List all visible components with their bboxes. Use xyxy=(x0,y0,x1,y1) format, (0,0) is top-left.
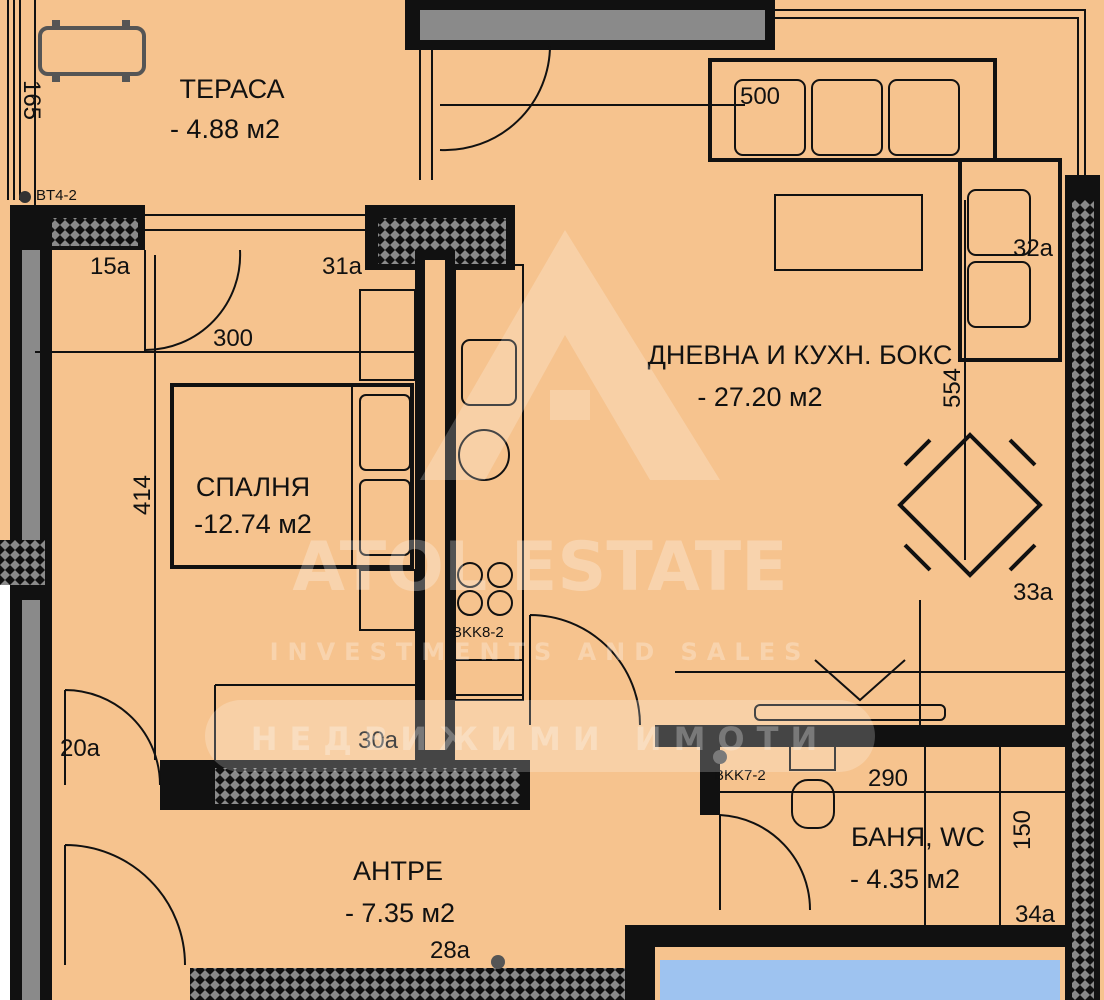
room-name-bathroom: БАНЯ, WC xyxy=(851,822,985,852)
room-area-bathroom: - 4.35 м2 xyxy=(850,864,960,894)
room-area-terrace: - 4.88 м2 xyxy=(170,114,280,144)
opening-34a: 34а xyxy=(1015,901,1056,928)
washbasin-icon xyxy=(754,704,946,721)
bathroom-tiles xyxy=(660,960,1060,1000)
code-bkk8-2: BKK8-2 xyxy=(452,624,504,641)
opening-20a: 20а xyxy=(60,735,101,762)
opening-33a: 33а xyxy=(1013,579,1054,606)
room-area-bedroom: -12.74 м2 xyxy=(194,509,312,539)
bed-icon xyxy=(170,289,416,631)
opening-31a: 31а xyxy=(322,253,363,280)
opening-32a: 32а xyxy=(1013,235,1054,262)
dining-table-icon xyxy=(897,432,1043,578)
sink-icon xyxy=(461,339,517,406)
code-bt4-2: BT4-2 xyxy=(36,187,77,204)
terrace-table-icon xyxy=(38,20,146,82)
opening-28a: 28а xyxy=(430,937,471,964)
room-name-terrace: ТЕРАСА xyxy=(179,74,284,104)
drain-icon xyxy=(491,955,505,969)
room-area-living: - 27.20 м2 xyxy=(697,382,822,412)
watermark-brand: ATOL ESTATE xyxy=(292,528,787,607)
opening-15a: 15а xyxy=(90,253,131,280)
coffee-table-icon xyxy=(774,194,923,271)
room-name-entrance: АНТРЕ xyxy=(353,856,443,886)
dimension-300: 300 xyxy=(213,325,253,352)
kitchen-counter xyxy=(454,264,524,701)
dimension-150: 150 xyxy=(1009,810,1036,850)
opening-30a: 30а xyxy=(358,727,399,754)
bathroom-fixtures xyxy=(675,600,1065,925)
window xyxy=(145,214,365,231)
dimension-500: 500 xyxy=(740,83,780,110)
watermark-logo: ATOL ESTATE INVESTMENTS AND SALES НЕДВИЖ… xyxy=(205,230,875,772)
dimension-414: 414 xyxy=(129,475,156,515)
hob-icon xyxy=(458,429,510,481)
watermark-tagline: INVESTMENTS AND SALES xyxy=(270,638,811,666)
code-bkk7-2: BKK7-2 xyxy=(714,767,766,784)
wardrobe xyxy=(214,684,415,760)
dimension-lines xyxy=(34,0,966,760)
riser-icon xyxy=(713,750,727,764)
room-name-living: ДНЕВНА И КУХН. БОКС xyxy=(648,340,953,370)
watermark-subline: НЕДВИЖИМИ ИМОТИ xyxy=(251,720,829,758)
riser-icon xyxy=(19,191,31,203)
dimension-165: 165 xyxy=(18,80,45,120)
doors xyxy=(64,44,812,966)
toilet-icon xyxy=(791,779,835,829)
sofa-icon xyxy=(708,58,1062,362)
room-name-bedroom: СПАЛНЯ xyxy=(196,472,310,502)
room-area-entrance: - 7.35 м2 xyxy=(345,898,455,928)
dimension-554: 554 xyxy=(939,368,966,408)
dimension-290: 290 xyxy=(868,765,908,792)
terrace-railing xyxy=(7,0,1086,200)
